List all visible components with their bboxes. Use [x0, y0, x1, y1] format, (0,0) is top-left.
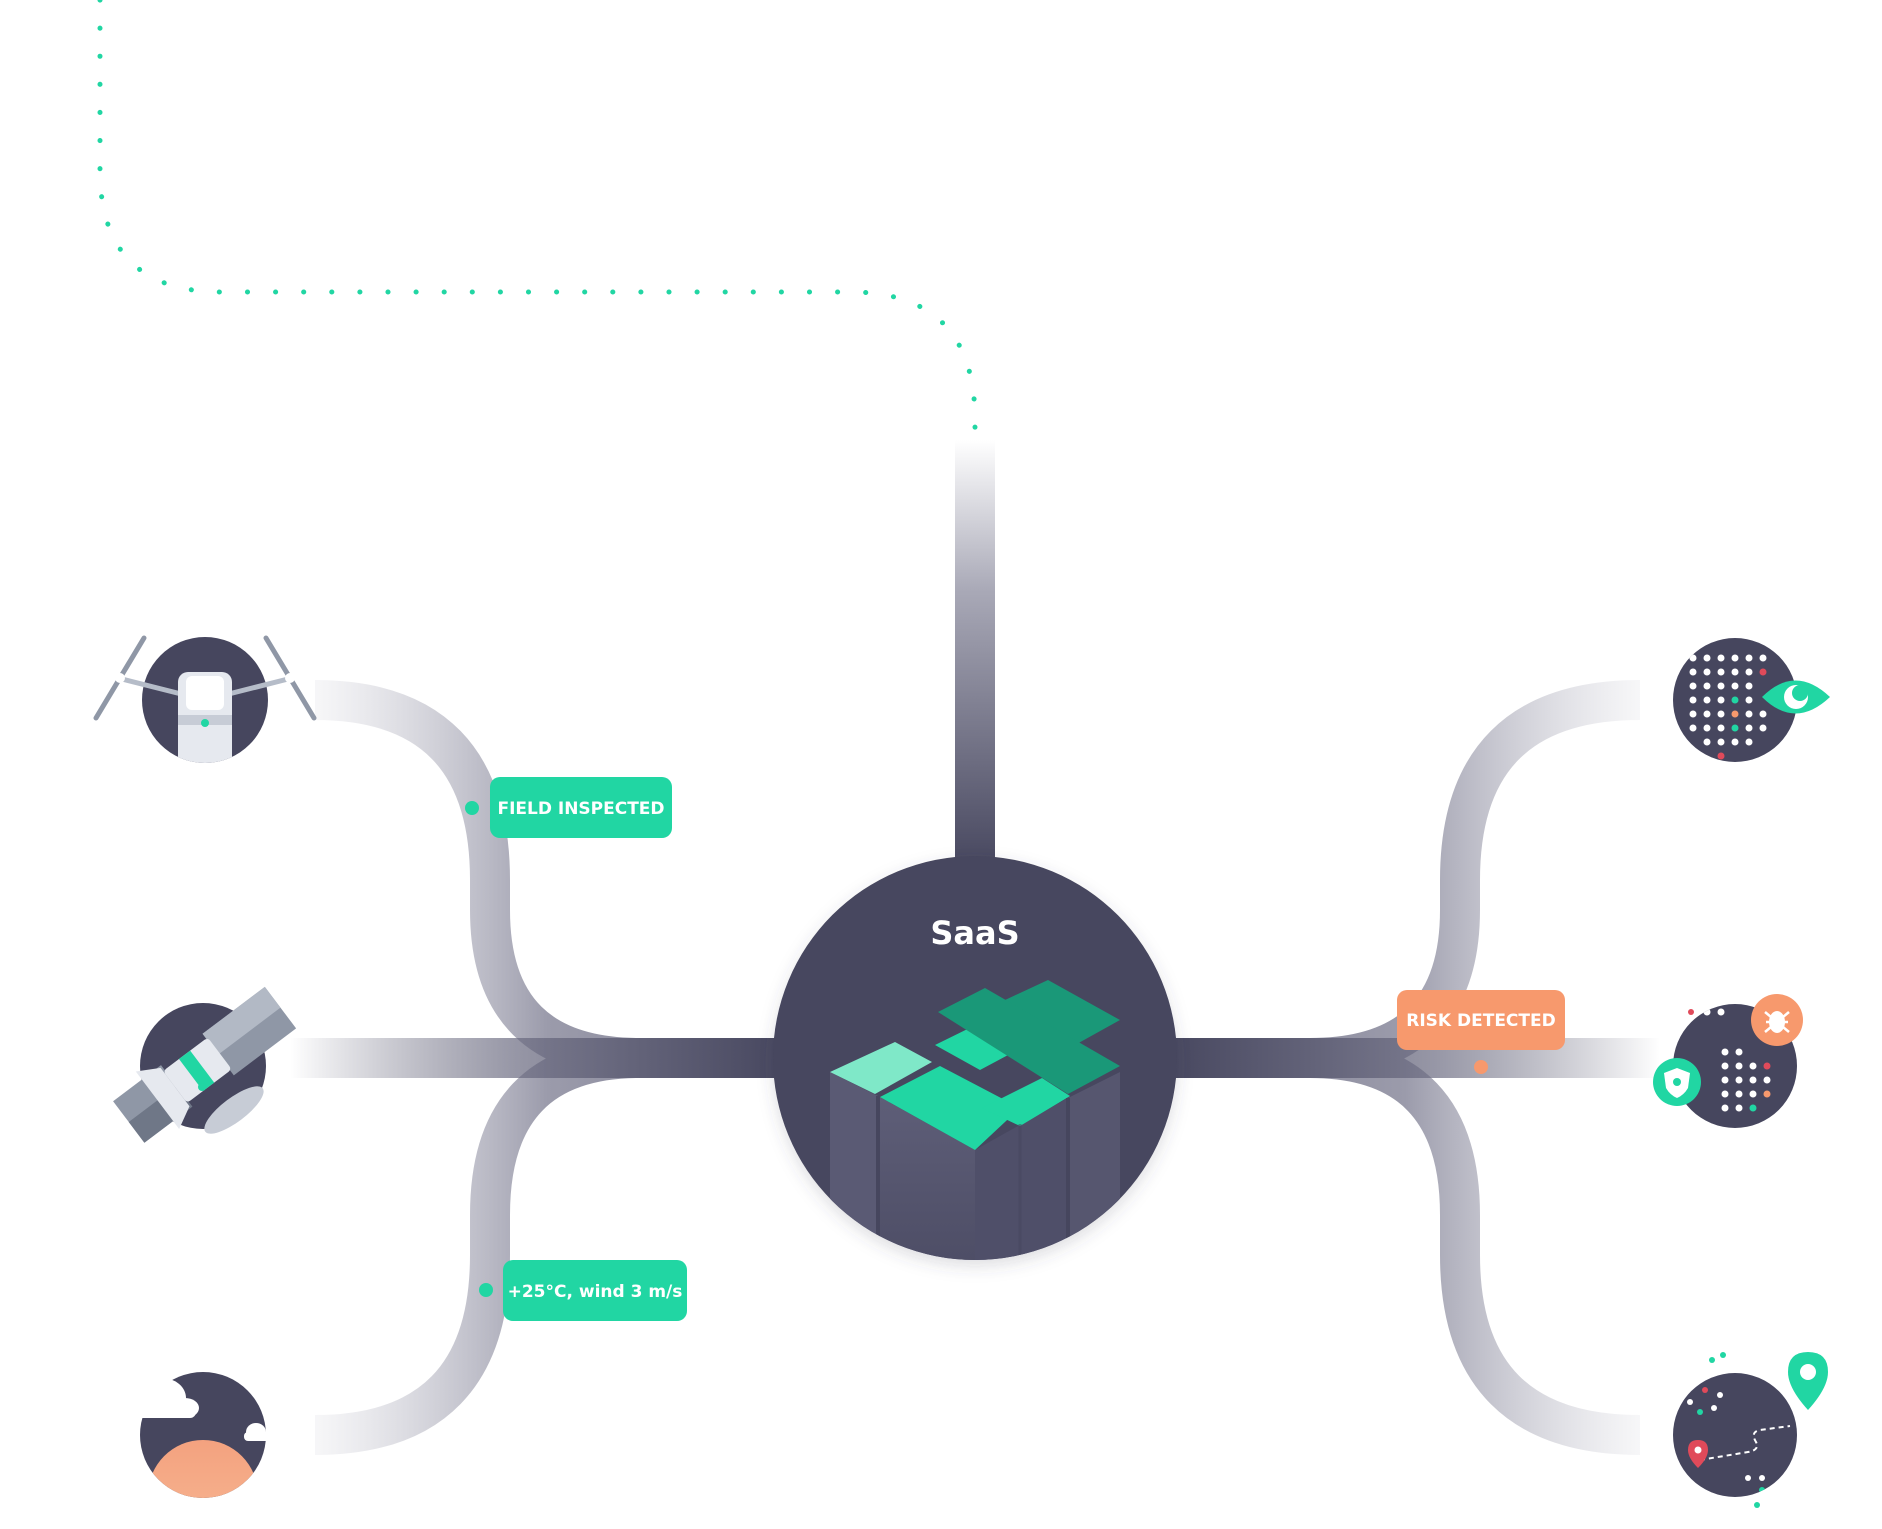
- tag-field-inspected-label: FIELD INSPECTED: [497, 799, 664, 819]
- tag-risk-detected-label: RISK DETECTED: [1406, 1011, 1555, 1031]
- map-pin-small-icon: [1688, 1440, 1708, 1468]
- satellite-icon[interactable]: [107, 979, 302, 1151]
- shield-icon: [1653, 1058, 1701, 1106]
- bug-icon: [1751, 994, 1803, 1046]
- tag-weather: +25°C, wind 3 m/s: [479, 1260, 687, 1321]
- connector-route: [1170, 1038, 1641, 1455]
- eye-icon: [1762, 680, 1830, 714]
- drone-icon[interactable]: [93, 635, 317, 782]
- connector-drone: [314, 680, 780, 1078]
- hub-title: SaaS: [930, 914, 1019, 952]
- tag-risk-detected: RISK DETECTED: [1397, 990, 1565, 1074]
- vertical-connector: [955, 440, 995, 870]
- connector-satellite: [290, 1038, 790, 1078]
- tag-weather-label: +25°C, wind 3 m/s: [508, 1282, 683, 1302]
- connector-weather: [314, 1038, 780, 1455]
- route-map-icon[interactable]: [1673, 1352, 1828, 1508]
- cloud-small-icon: [244, 1423, 270, 1441]
- saas-hub: SaaS: [773, 856, 1177, 1260]
- tag-field-inspected: FIELD INSPECTED: [465, 777, 672, 838]
- weather-icon[interactable]: [126, 1372, 270, 1529]
- monitoring-eye-icon[interactable]: [1673, 638, 1830, 762]
- map-pin-icon: [1788, 1352, 1828, 1410]
- cloud-icon: [126, 1378, 199, 1418]
- pest-risk-icon[interactable]: [1653, 994, 1803, 1128]
